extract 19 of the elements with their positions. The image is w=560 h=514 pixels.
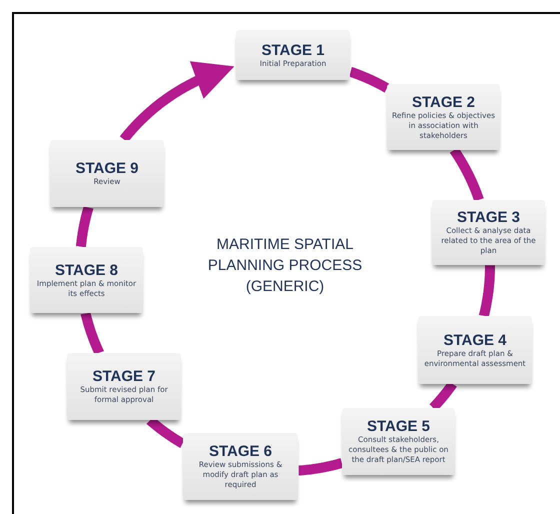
stage-heading: STAGE 3 [456,209,520,226]
stage-box [432,200,545,265]
stage-heading: STAGE 4 [443,332,507,348]
stage-heading: STAGE 8 [54,262,118,278]
stage-heading: STAGE 6 [208,443,272,460]
stage-box [183,433,298,500]
stage-box [67,353,181,420]
stage-box [236,30,350,80]
stage-box [342,408,455,475]
stage-box [387,84,500,150]
stage-heading: STAGE 7 [92,368,156,385]
stage-heading: STAGE 1 [261,42,325,58]
stage-heading: STAGE 5 [366,418,430,435]
stage-box [418,316,532,384]
stage-heading: STAGE 9 [75,160,139,177]
stage-box [50,140,164,207]
diagram-title: MARITIME SPATIAL PLANNING PROCESS (GENERIC) [206,235,364,297]
stage-heading: STAGE 2 [412,94,476,110]
stage-box [30,247,143,313]
